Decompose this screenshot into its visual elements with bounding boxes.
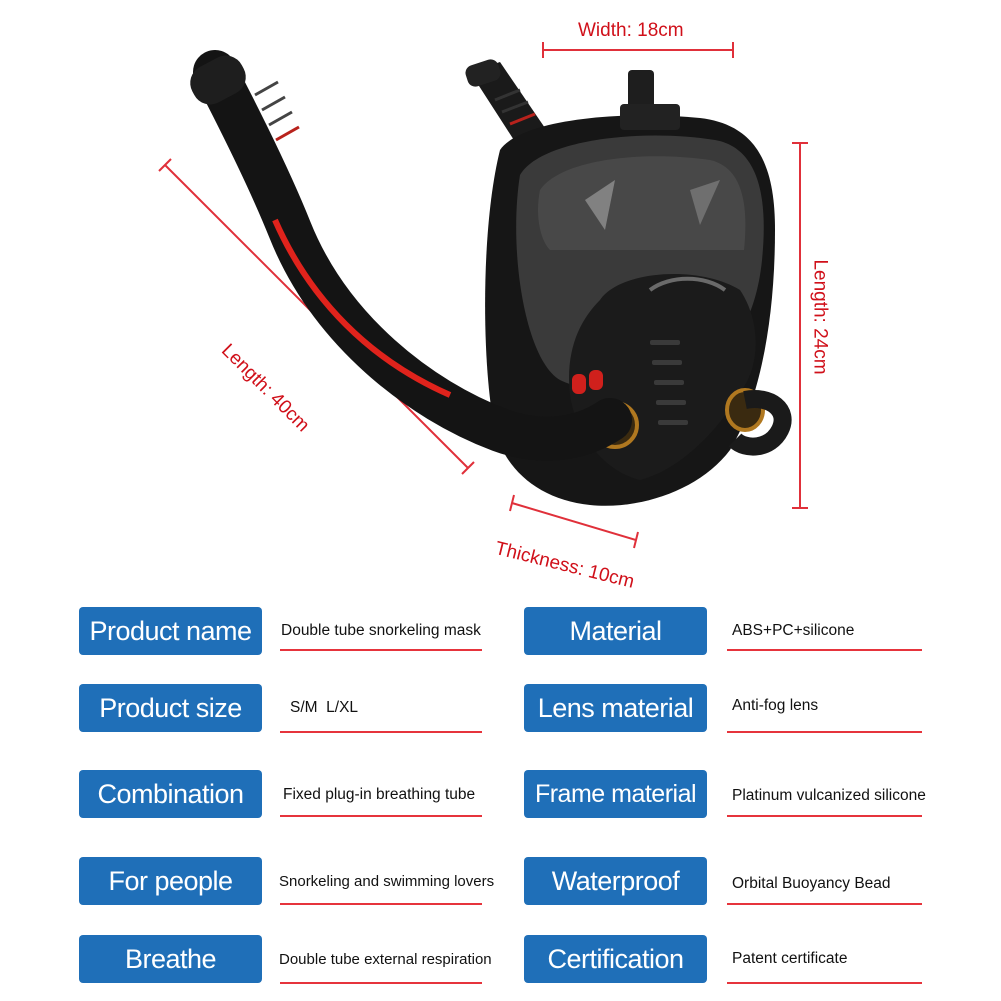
thickness-dimension-line	[509, 494, 639, 549]
spec-underline	[280, 982, 482, 984]
mask-length-label: Length: 24cm	[809, 259, 831, 375]
spec-value-product-name: Double tube snorkeling mask	[281, 622, 481, 639]
width-label: Width: 18cm	[578, 20, 684, 41]
spec-underline	[280, 649, 482, 651]
spec-underline	[727, 982, 922, 984]
spec-value-material: ABS+PC+silicone	[732, 622, 855, 639]
width-dimension-line	[542, 42, 734, 58]
spec-value-combination: Fixed plug-in breathing tube	[283, 786, 476, 803]
spec-label-combination: Combination	[79, 770, 262, 818]
spec-value-certification: Patent certificate	[732, 950, 848, 967]
spec-value-product-size: S/M L/XL	[290, 699, 359, 716]
spec-underline	[727, 731, 922, 733]
spec-label-for-people: For people	[79, 857, 262, 905]
spec-underline	[727, 649, 922, 651]
snorkel-mask-image	[158, 42, 808, 549]
spec-value-breathe: Double tube external respiration	[279, 951, 492, 968]
spec-value-frame-material: Platinum vulcanized silicone	[732, 787, 926, 804]
spec-underline	[280, 731, 482, 733]
left-snorkel-tube	[190, 50, 632, 461]
spec-underline	[727, 903, 922, 905]
spec-value-lens-material: Anti-fog lens	[732, 697, 819, 714]
spec-value-waterproof: Orbital Buoyancy Bead	[732, 875, 891, 892]
spec-underline	[280, 903, 482, 905]
mask-length-dimension-line	[792, 142, 808, 509]
spec-label-breathe: Breathe	[79, 935, 262, 983]
spec-label-product-size: Product size	[79, 684, 262, 732]
spec-label-product-name: Product name	[79, 607, 262, 655]
spec-label-material: Material	[524, 607, 707, 655]
spec-underline	[280, 815, 482, 817]
spec-label-certification: Certification	[524, 935, 707, 983]
spec-label-frame-material: Frame material	[524, 770, 707, 818]
spec-label-lens-material: Lens material	[524, 684, 707, 732]
spec-value-for-people: Snorkeling and swimming lovers	[279, 873, 495, 890]
spec-underline	[727, 815, 922, 817]
spec-label-waterproof: Waterproof	[524, 857, 707, 905]
